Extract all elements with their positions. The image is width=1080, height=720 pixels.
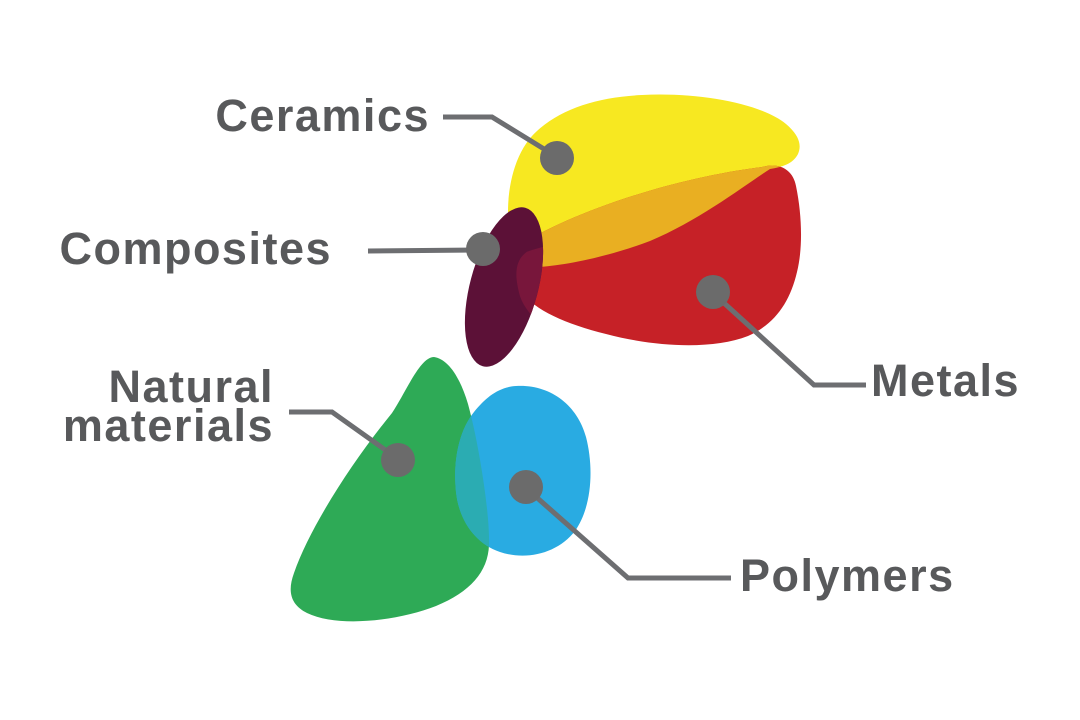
polymers-marker-dot — [509, 470, 543, 504]
composites-connector-line — [367, 247, 479, 254]
natural-materials-marker-dot — [381, 443, 415, 477]
natural-materials-connector-line — [289, 409, 400, 462]
polymers-connector-line — [524, 486, 731, 581]
metals-marker-dot — [696, 275, 730, 309]
polymers-label: Polymers — [740, 550, 955, 601]
natural-materials-label-line1: Natural — [108, 361, 274, 412]
composites-marker-dot — [466, 232, 500, 266]
metals-label: Metals — [871, 355, 1021, 406]
composites-label: Composites — [59, 223, 332, 274]
metals-blob — [511, 165, 802, 346]
metals-connector-line — [711, 291, 866, 388]
ceramics-marker-dot — [540, 141, 574, 175]
natural-materials-label-line2: materials — [62, 400, 274, 451]
natural-materials-label: Natural materials — [62, 361, 274, 451]
ceramics-label: Ceramics — [215, 90, 430, 141]
natural-materials-blob — [290, 357, 490, 622]
ceramics-connector-line — [443, 114, 559, 160]
